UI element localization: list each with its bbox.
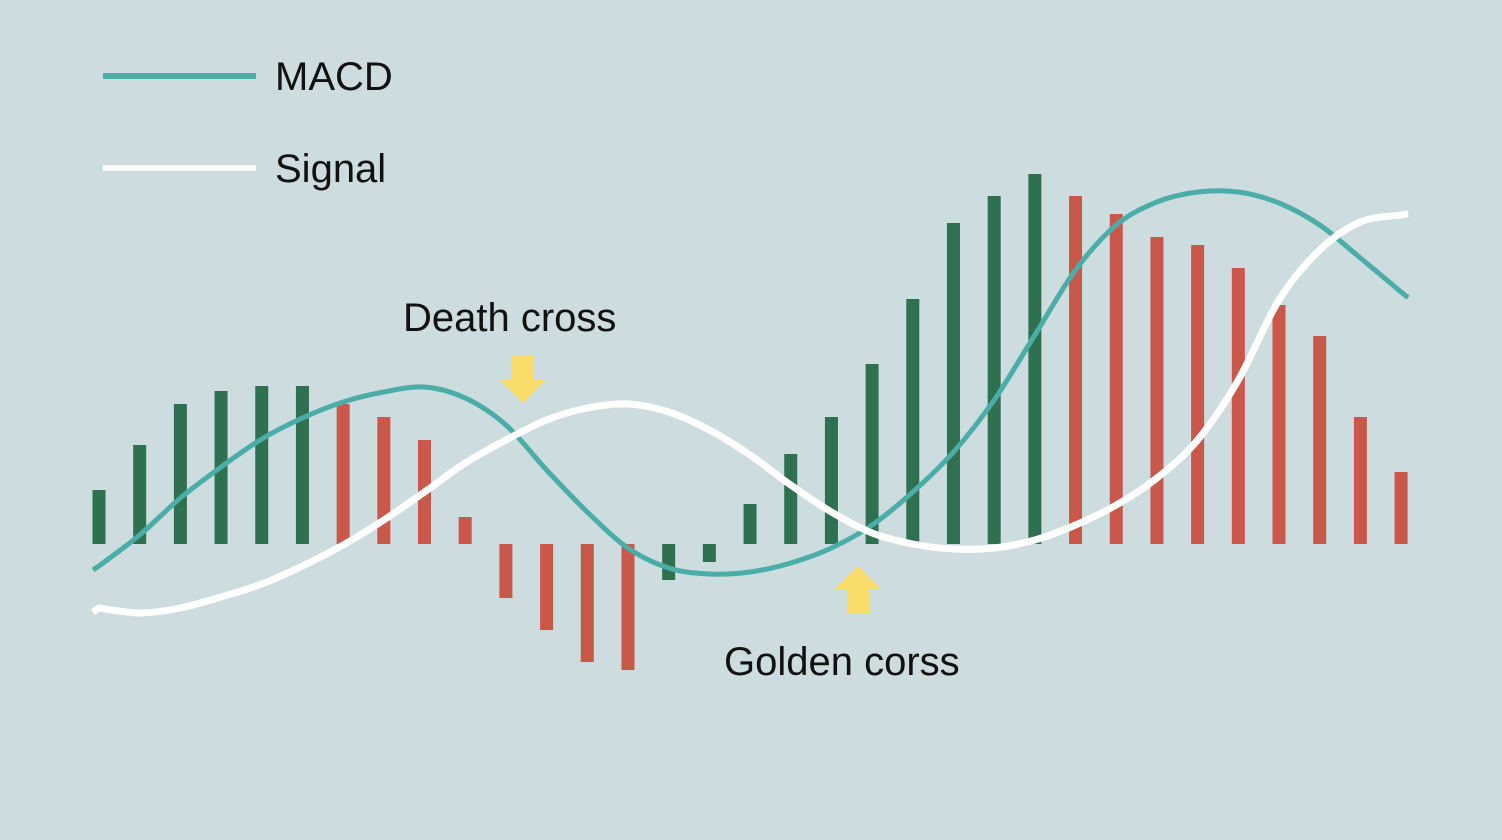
histogram-bar: [1069, 196, 1083, 544]
histogram-bar: [987, 196, 1001, 544]
histogram-bar: [540, 544, 554, 630]
histogram-bar: [133, 445, 147, 544]
histogram-bar: [580, 544, 594, 662]
arrow-down-icon: [500, 356, 546, 403]
legend-macd-label: MACD: [275, 55, 393, 99]
legend: MACD Signal: [103, 55, 393, 191]
histogram-bar: [906, 299, 920, 544]
histogram-bar: [336, 404, 350, 544]
histogram-bar: [92, 490, 106, 544]
histogram-bar: [1353, 417, 1367, 544]
histogram-bar: [743, 504, 757, 544]
golden-cross-label: Golden corss: [724, 640, 960, 684]
histogram-bar: [865, 364, 879, 544]
histogram-bar: [255, 386, 269, 544]
golden-cross-annotation: Golden corss: [724, 566, 960, 684]
histogram-bar: [1191, 245, 1205, 544]
histogram-bar: [824, 417, 838, 544]
histogram-bar: [946, 223, 960, 544]
histogram-bar: [1028, 174, 1042, 544]
histogram-bar: [458, 517, 472, 544]
histogram-bar: [662, 544, 676, 580]
signal-line: [91, 210, 1409, 617]
histogram-bar: [499, 544, 513, 598]
histogram-bar: [1272, 305, 1286, 544]
histogram-bar: [295, 386, 309, 544]
histogram-bar: [377, 417, 391, 544]
histogram-bar: [621, 544, 635, 670]
histogram-bar: [784, 454, 798, 544]
macd-line: [91, 188, 1410, 577]
death-cross-annotation: Death cross: [403, 296, 616, 403]
histogram-bar: [1109, 214, 1123, 544]
histogram-bar: [173, 404, 187, 544]
histogram-bar: [1231, 268, 1245, 544]
legend-signal-label: Signal: [275, 147, 386, 191]
histogram-bar: [1313, 336, 1327, 544]
death-cross-label: Death cross: [403, 296, 616, 340]
arrow-up-icon: [835, 566, 881, 613]
histogram-bar: [702, 544, 716, 562]
histogram-bar: [1394, 472, 1408, 544]
histogram-bar: [1150, 237, 1164, 544]
